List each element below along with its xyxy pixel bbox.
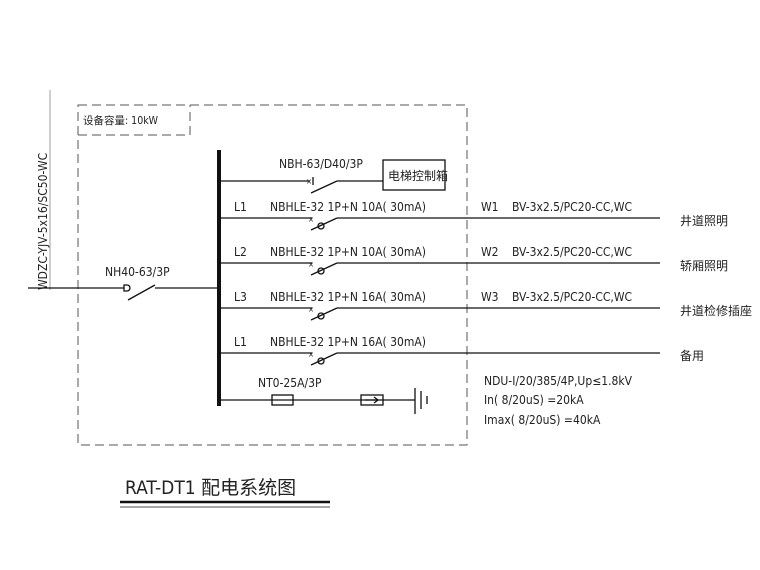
- circuit-label: W1: [481, 200, 499, 214]
- cable-label: BV-3x2.5/PC20-CC,WC: [512, 290, 632, 304]
- circuit-label: W3: [481, 290, 499, 304]
- phase-label: L1: [234, 335, 247, 349]
- branch-w3: × L3 NBHLE-32 1P+N 16A( 30mA) W3 BV-3x2.…: [219, 290, 752, 321]
- breaker-trip-icon: ×: [306, 177, 312, 186]
- main-breaker-label: NH40-63/3P: [105, 265, 170, 279]
- load-label: 电梯控制箱: [388, 168, 448, 183]
- main-breaker: NH40-63/3P: [28, 265, 218, 301]
- capacity-label: 设备容量: 10kW: [83, 114, 159, 127]
- breaker-trip-icon: ×: [308, 260, 314, 269]
- ground-icon: [414, 388, 428, 414]
- branch-elevator: × NBH-63/D40/3P 电梯控制箱: [219, 157, 448, 194]
- fuse-icon: [271, 394, 294, 406]
- branch-w2: × L2 NBHLE-32 1P+N 10A( 30mA) W2 BV-3x2.…: [219, 245, 728, 276]
- elevator-control-box: [382, 159, 446, 191]
- surge-protection: NT0-25A/3P NDU-I/20/385/4P,Up≤1.8kV In( …: [219, 374, 633, 427]
- load-label: 井道检修插座: [680, 303, 752, 318]
- branch-breaker-label: NBHLE-32 1P+N 16A( 30mA): [270, 335, 426, 349]
- phase-label: L3: [234, 290, 247, 304]
- spd-spec-2: In( 8/20uS) =20kA: [484, 393, 584, 407]
- panel-boundary: [77, 104, 468, 446]
- spd-icon: [360, 394, 384, 406]
- load-label: 备用: [680, 349, 704, 363]
- cable-label: BV-3x2.5/PC20-CC,WC: [512, 200, 632, 214]
- cable-label: BV-3x2.5/PC20-CC,WC: [512, 245, 632, 259]
- branch-spare: × L1 NBHLE-32 1P+N 16A( 30mA) 备用: [219, 335, 704, 366]
- circuit-label: W2: [481, 245, 499, 259]
- breaker-trip-icon: ×: [308, 215, 314, 224]
- phase-label: L1: [234, 200, 247, 214]
- branch-breaker-label: NBH-63/D40/3P: [279, 157, 363, 171]
- spd-spec-1: NDU-I/20/385/4P,Up≤1.8kV: [484, 374, 633, 388]
- feeder-cable-label: WDZC-YJV-5x16/SC50-WC: [36, 153, 50, 290]
- load-label: 轿厢照明: [680, 258, 728, 273]
- phase-label: L2: [234, 245, 247, 259]
- spd-spec-3: Imax( 8/20uS) =40kA: [484, 413, 601, 427]
- breaker-trip-icon: ×: [308, 305, 314, 314]
- branch-breaker-label: NBHLE-32 1P+N 10A( 30mA): [270, 200, 426, 214]
- branch-breaker-label: NBHLE-32 1P+N 16A( 30mA): [270, 290, 426, 304]
- load-label: 井道照明: [680, 214, 728, 228]
- capacity-label-box: [78, 105, 191, 136]
- branch-w1: × L1 NBHLE-32 1P+N 10A( 30mA) W1 BV-3x2.…: [219, 200, 728, 231]
- breaker-trip-icon: ×: [308, 350, 314, 359]
- branch-breaker-label: NBHLE-32 1P+N 10A( 30mA): [270, 245, 426, 259]
- diagram-title: RAT-DT1 配电系统图: [125, 477, 296, 499]
- fuse-label: NT0-25A/3P: [258, 376, 322, 390]
